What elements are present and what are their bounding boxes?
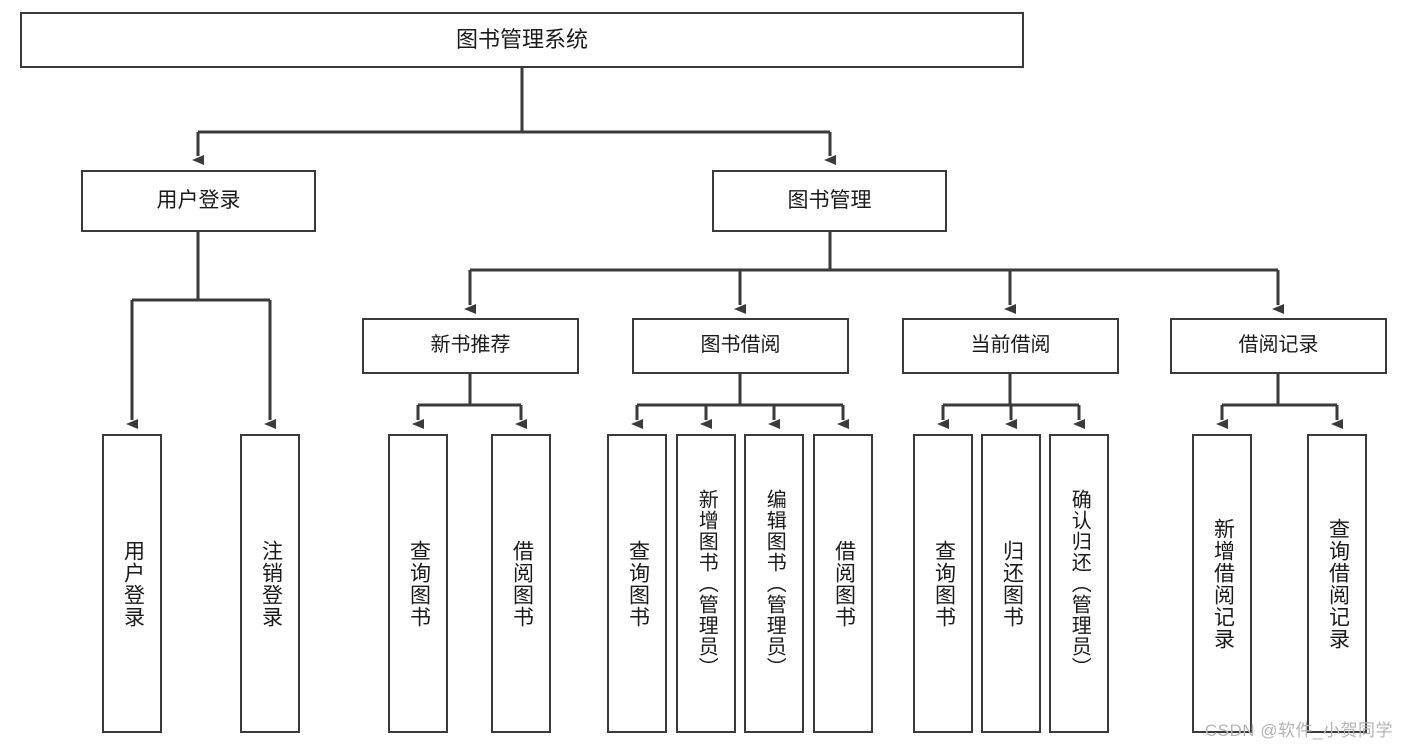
leaf-borrow-edit-book[interactable]: 编辑图书（管理员） [744,434,804,733]
leaf-record-query[interactable]: 查询借阅记录 [1307,434,1367,733]
node-user-login[interactable]: 用户登录 [81,170,316,232]
node-book-borrow-label: 图书借阅 [700,334,781,357]
node-book-manage[interactable]: 图书管理 [712,170,947,232]
leaf-current-return-book-label: 归还图书 [1000,539,1024,628]
node-borrow-record[interactable]: 借阅记录 [1170,318,1387,374]
node-book-borrow[interactable]: 图书借阅 [632,318,849,374]
leaf-newbook-query-book-label: 查询图书 [407,539,431,628]
leaf-user-login[interactable]: 用户登录 [102,434,162,733]
node-root[interactable]: 图书管理系统 [20,12,1024,68]
leaf-record-query-label: 查询借阅记录 [1326,517,1350,650]
leaf-borrow-add-book[interactable]: 新增图书（管理员） [676,434,736,733]
node-user-login-label: 用户登录 [156,188,241,212]
leaf-record-add-label: 新增借阅记录 [1211,517,1235,650]
node-borrow-record-label: 借阅记录 [1238,334,1319,357]
leaf-current-confirm-return-label: 确认归还（管理员） [1068,489,1091,678]
node-new-book-recommend-label: 新书推荐 [430,334,511,357]
leaf-borrow-query-book[interactable]: 查询图书 [607,434,667,733]
leaf-current-return-book[interactable]: 归还图书 [981,434,1041,733]
leaf-current-query-book-label: 查询图书 [932,539,956,628]
leaf-newbook-borrow-book-label: 借阅图书 [510,539,534,628]
node-new-book-recommend[interactable]: 新书推荐 [362,318,579,374]
leaf-user-login-label: 用户登录 [121,539,145,628]
leaf-logout-label: 注销登录 [259,539,283,628]
leaf-current-confirm-return[interactable]: 确认归还（管理员） [1049,434,1109,733]
leaf-newbook-query-book[interactable]: 查询图书 [388,434,448,733]
leaf-logout[interactable]: 注销登录 [240,434,300,733]
leaf-borrow-do-borrow[interactable]: 借阅图书 [813,434,873,733]
node-current-borrow-label: 当前借阅 [970,334,1051,357]
leaf-record-add[interactable]: 新增借阅记录 [1192,434,1252,733]
leaf-borrow-add-book-label: 新增图书（管理员） [695,489,718,678]
node-root-label: 图书管理系统 [455,27,588,53]
leaf-borrow-do-borrow-label: 借阅图书 [832,539,856,628]
node-current-borrow[interactable]: 当前借阅 [902,318,1119,374]
leaf-newbook-borrow-book[interactable]: 借阅图书 [491,434,551,733]
leaf-borrow-edit-book-label: 编辑图书（管理员） [763,489,786,678]
node-book-manage-label: 图书管理 [787,188,872,212]
leaf-current-query-book[interactable]: 查询图书 [913,434,973,733]
leaf-borrow-query-book-label: 查询图书 [626,539,650,628]
